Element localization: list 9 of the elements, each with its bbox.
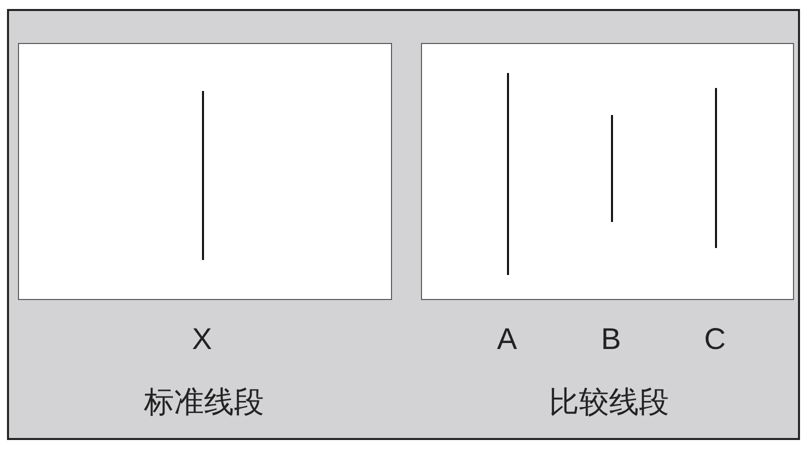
segment-label: 比较线段	[549, 388, 669, 418]
display-card	[18, 43, 392, 300]
segment-label: 标准线段	[144, 388, 264, 418]
background-panel	[7, 9, 800, 440]
display-card	[421, 43, 794, 300]
segment-label: A	[497, 325, 517, 355]
segment-label: C	[704, 325, 726, 355]
segment-label: B	[601, 325, 621, 355]
segment-label: X	[192, 325, 212, 355]
